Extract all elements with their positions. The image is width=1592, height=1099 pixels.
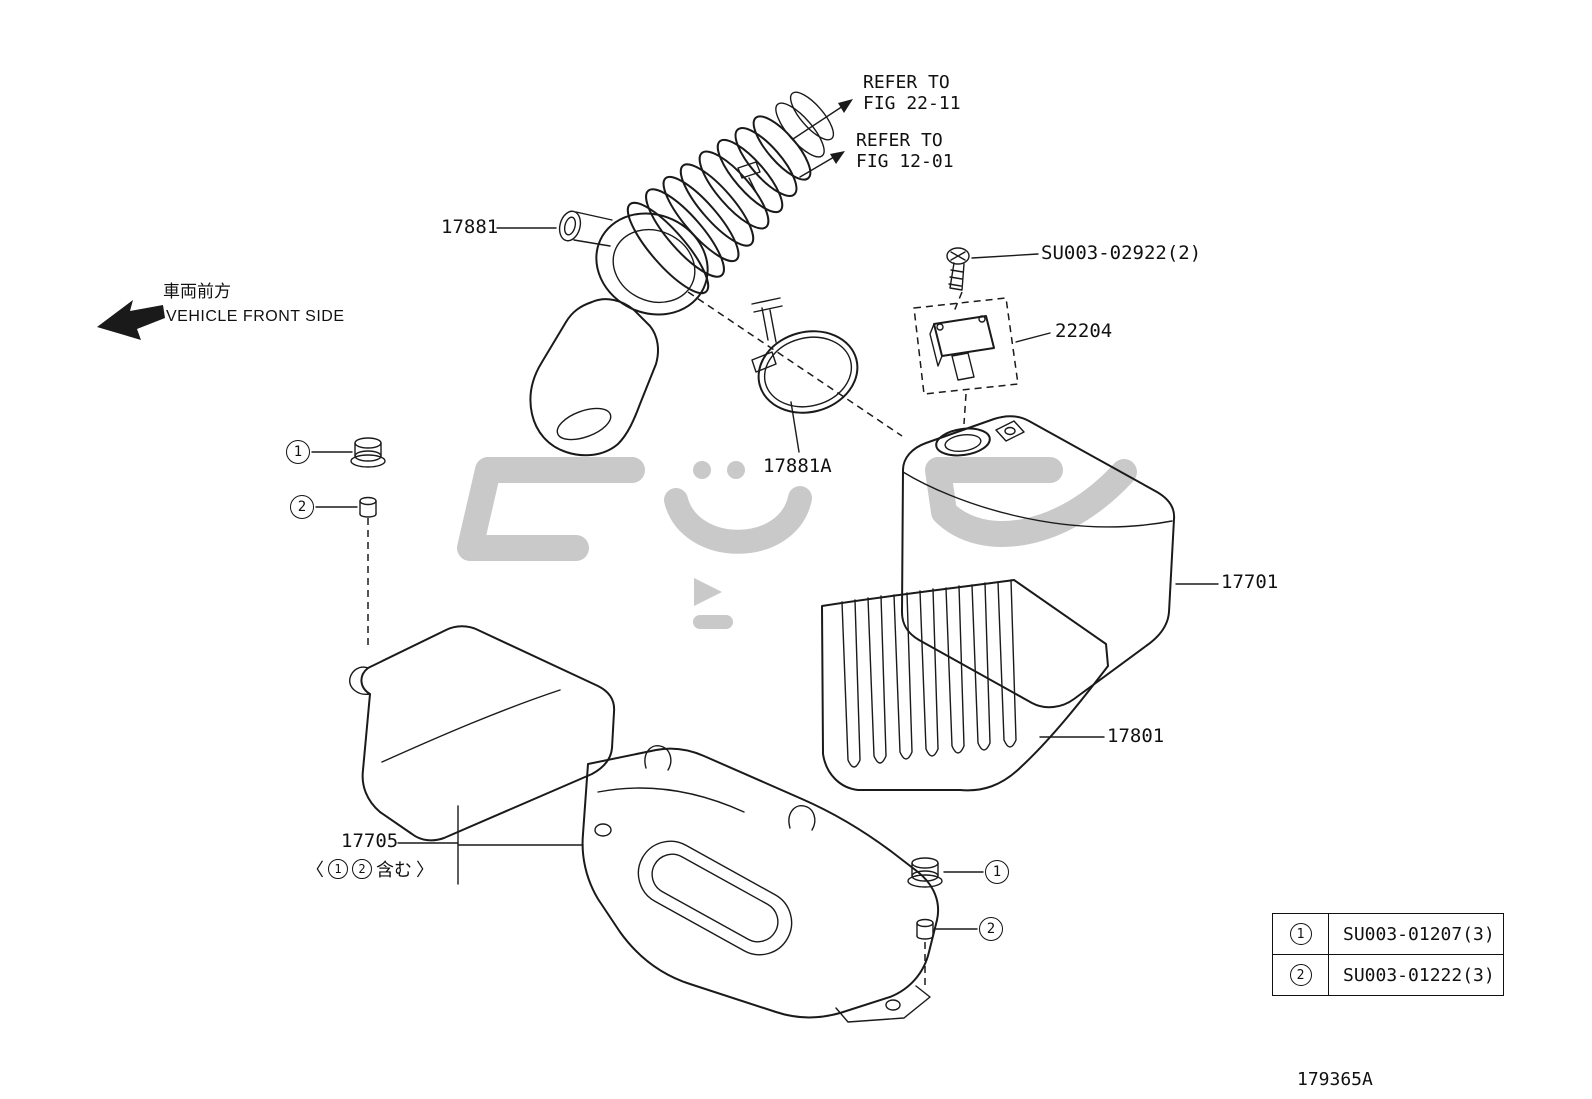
watermark-dot-1 — [693, 461, 711, 479]
vehicle-front-arrow — [97, 300, 165, 340]
callout-2-right: 2 — [979, 917, 1003, 941]
projection-lines — [367, 291, 967, 988]
legend-row-1-numcell: 1 — [1273, 914, 1329, 954]
pin-right — [916, 918, 934, 940]
part-label-22204: 22204 — [1055, 320, 1113, 342]
air-cleaner-case-duct — [349, 625, 616, 842]
note-text: 含む — [376, 860, 412, 881]
legend-code-1: SU003-01207(3) — [1343, 923, 1495, 945]
watermark-mark — [694, 578, 722, 606]
hose-clamp-bolt — [737, 161, 761, 193]
legend-callout-1: 1 — [1289, 923, 1312, 945]
callout-1-right: 1 — [985, 860, 1009, 884]
refer-fig-22-11-line2: FIG 22-11 — [863, 93, 961, 114]
note-callout-2-badge: 2 — [352, 859, 372, 879]
callout-1-left: 1 — [286, 440, 310, 464]
hose-clamp-17881A — [751, 297, 859, 414]
part-label-17881: 17881 — [441, 216, 499, 238]
figure-id: 179365A — [1297, 1069, 1373, 1090]
air-cleaner-case-body — [581, 745, 939, 1023]
legend-row-2-numcell: 2 — [1273, 955, 1329, 995]
leader-lines — [311, 227, 1219, 930]
note-callout-1-badge: 1 — [328, 859, 348, 879]
vehicle-front-label-jp: 車両前方 — [163, 282, 231, 301]
legend-callout-2: 2 — [1289, 964, 1312, 986]
pin-left — [359, 496, 377, 518]
part-label-su003-02922: SU003-02922(2) — [1041, 242, 1202, 264]
watermark-glyph-mid — [664, 486, 812, 554]
air-cleaner-cap-17701 — [901, 415, 1176, 709]
air-cleaner-hose-17881 — [558, 91, 835, 316]
includes-note: 〈 1 2 含む 〉 — [306, 856, 434, 882]
grommet-left — [350, 437, 386, 468]
refer-fig-12-01-line1: REFER TO — [856, 130, 943, 151]
part-label-17701: 17701 — [1221, 571, 1279, 593]
refer-arrows — [792, 99, 853, 178]
legend-table: 1 SU003-01207(3) 2 SU003-01222(3) — [1272, 913, 1504, 996]
legend-row-1: 1 SU003-01207(3) — [1273, 914, 1503, 954]
callout-2-left: 2 — [290, 495, 314, 519]
part-label-17881A: 17881A — [763, 455, 832, 477]
cap-inlet-port — [935, 427, 991, 457]
part-label-17801: 17801 — [1107, 725, 1165, 747]
note-close-bracket: 〉 — [416, 860, 434, 881]
refer-fig-22-11-line1: REFER TO — [863, 72, 950, 93]
watermark-dot-2 — [727, 461, 745, 479]
screw-su003-02922 — [946, 247, 970, 291]
vehicle-front-label-en: VEHICLE FRONT SIDE — [166, 308, 345, 325]
air-filter-element-17801 — [821, 579, 1109, 792]
arrow-head-fig-22-11 — [838, 99, 853, 113]
refer-fig-12-01-line2: FIG 12-01 — [856, 151, 954, 172]
watermark-glyph-right — [925, 457, 1137, 547]
watermark-glyph-left — [457, 457, 645, 561]
note-open-bracket: 〈 — [306, 860, 324, 881]
watermark — [457, 457, 1137, 629]
hose-side-port — [558, 210, 613, 247]
part-label-17705: 17705 — [341, 830, 399, 852]
arrow-head-fig-12-01 — [830, 151, 845, 164]
legend-row-2: 2 SU003-01222(3) — [1273, 954, 1503, 995]
grommet-right — [907, 857, 943, 888]
maf-sensor-22204 — [913, 297, 1019, 395]
case-handle-recess — [637, 840, 793, 956]
legend-code-2: SU003-01222(3) — [1343, 964, 1495, 986]
resonator-chamber — [529, 298, 659, 457]
